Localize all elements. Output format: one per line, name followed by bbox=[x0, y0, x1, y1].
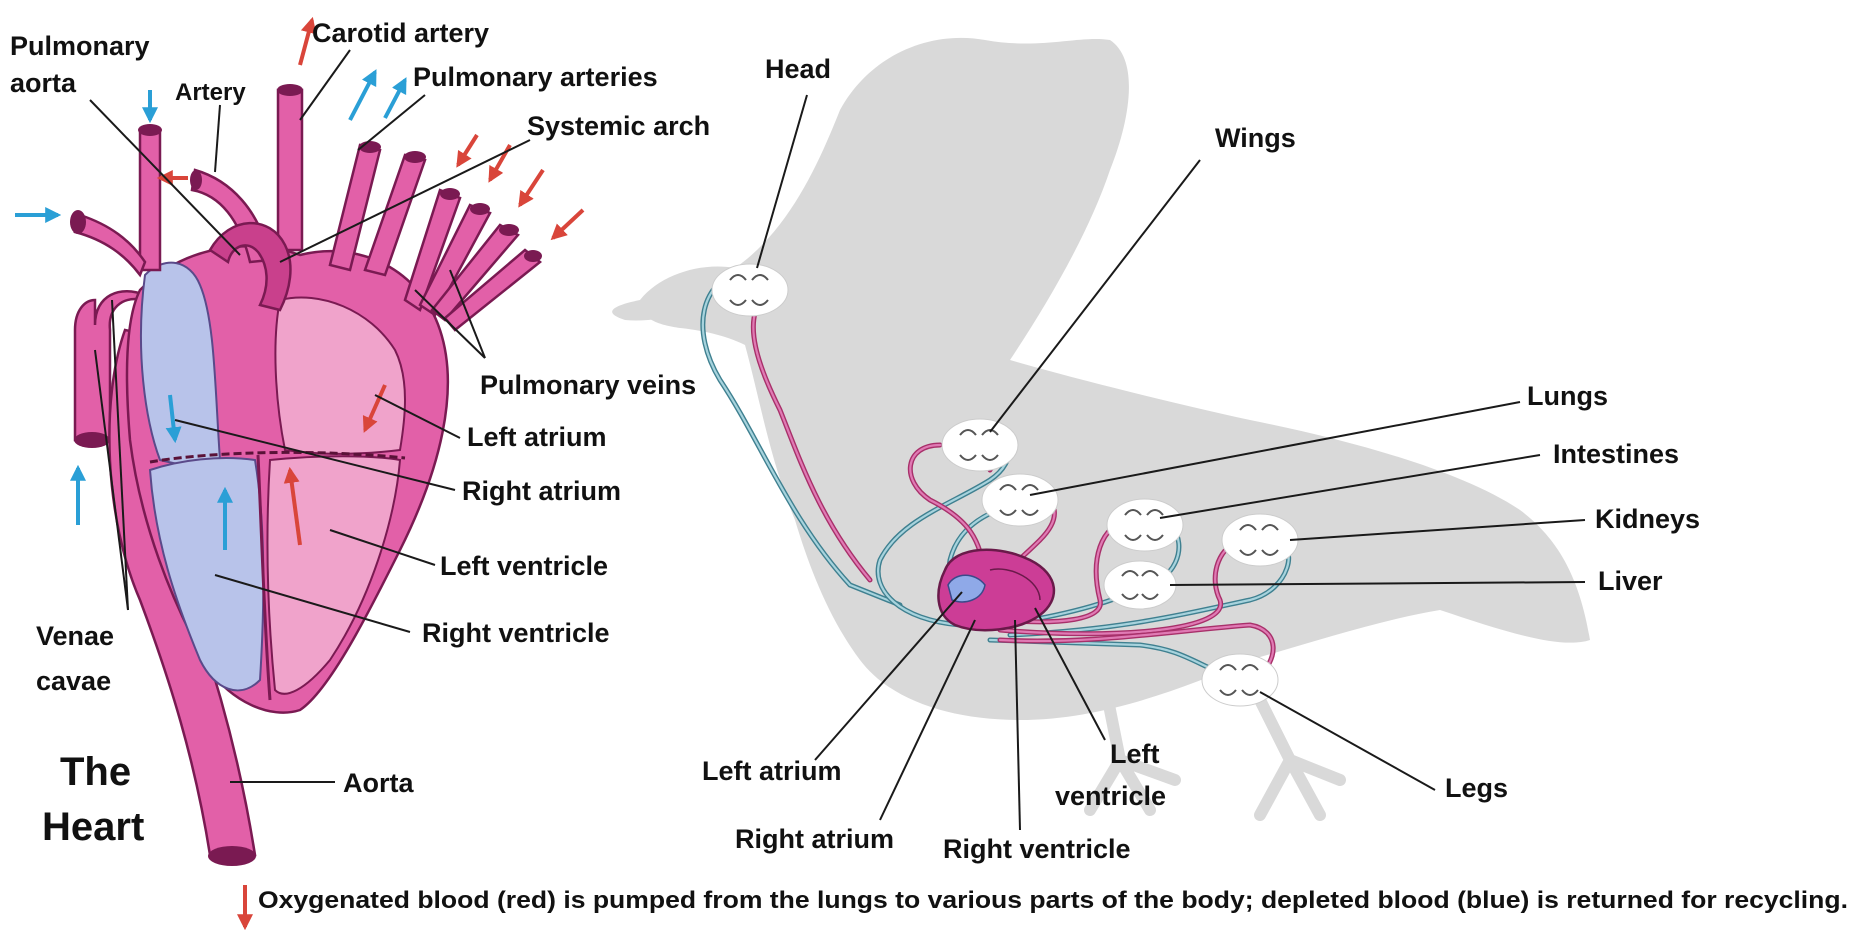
intestines-capillary-bed bbox=[1107, 499, 1183, 551]
label-aorta: Aorta bbox=[343, 768, 414, 798]
carotid-artery-vessel bbox=[278, 90, 302, 250]
label-pulmonary-arteries: Pulmonary arteries bbox=[413, 62, 658, 92]
bird-diagram: Head Wings Lungs Intestines Kidneys Live… bbox=[612, 38, 1700, 864]
label-bird-left-ventricle-line1: Left bbox=[1110, 739, 1160, 769]
aorta-opening bbox=[208, 846, 256, 866]
label-right-ventricle: Right ventricle bbox=[422, 618, 610, 648]
pulmonary-aorta-vessel bbox=[140, 130, 160, 270]
wings-capillary-bed bbox=[942, 419, 1018, 471]
label-systemic-arch: Systemic arch bbox=[527, 111, 710, 141]
label-kidneys: Kidneys bbox=[1595, 504, 1700, 534]
liver-capillary-bed bbox=[1104, 561, 1176, 609]
lungs-capillary-bed bbox=[982, 474, 1058, 526]
label-lungs: Lungs bbox=[1527, 381, 1608, 411]
label-left-atrium: Left atrium bbox=[467, 422, 607, 452]
heart-diagram: Pulmonary aorta Artery Carotid artery Pu… bbox=[10, 18, 710, 927]
label-head: Head bbox=[765, 54, 831, 84]
label-carotid-artery: Carotid artery bbox=[312, 18, 489, 48]
label-bird-left-atrium: Left atrium bbox=[702, 756, 842, 786]
label-venae-cavae-line2: cavae bbox=[36, 666, 111, 696]
bird-silhouette bbox=[612, 38, 1590, 815]
label-pulmonary-veins: Pulmonary veins bbox=[480, 370, 696, 400]
bird-body bbox=[640, 38, 1590, 720]
label-liver: Liver bbox=[1598, 566, 1663, 596]
label-pulmonary-aorta-line2: aorta bbox=[10, 68, 77, 98]
heart-title-line1: The bbox=[60, 750, 131, 794]
head-capillary-bed bbox=[712, 264, 788, 316]
kidneys-capillary-bed bbox=[1222, 514, 1298, 566]
heart-title-line2: Heart bbox=[42, 805, 144, 849]
label-bird-left-ventricle-line2: ventricle bbox=[1055, 781, 1166, 811]
vena-cava-opening bbox=[74, 432, 110, 448]
label-right-atrium: Right atrium bbox=[462, 476, 621, 506]
diagram-caption: Oxygenated blood (red) is pumped from th… bbox=[258, 887, 1848, 914]
label-artery: Artery bbox=[175, 79, 246, 106]
legs-capillary-bed bbox=[1202, 654, 1278, 706]
label-left-ventricle: Left ventricle bbox=[440, 551, 608, 581]
label-wings: Wings bbox=[1215, 123, 1296, 153]
label-bird-right-ventricle: Right ventricle bbox=[943, 834, 1131, 864]
label-bird-right-atrium: Right atrium bbox=[735, 824, 894, 854]
label-legs: Legs bbox=[1445, 773, 1508, 803]
label-intestines: Intestines bbox=[1553, 439, 1679, 469]
label-pulmonary-aorta-line1: Pulmonary bbox=[10, 31, 150, 61]
label-venae-cavae-line1: Venae bbox=[36, 621, 114, 651]
